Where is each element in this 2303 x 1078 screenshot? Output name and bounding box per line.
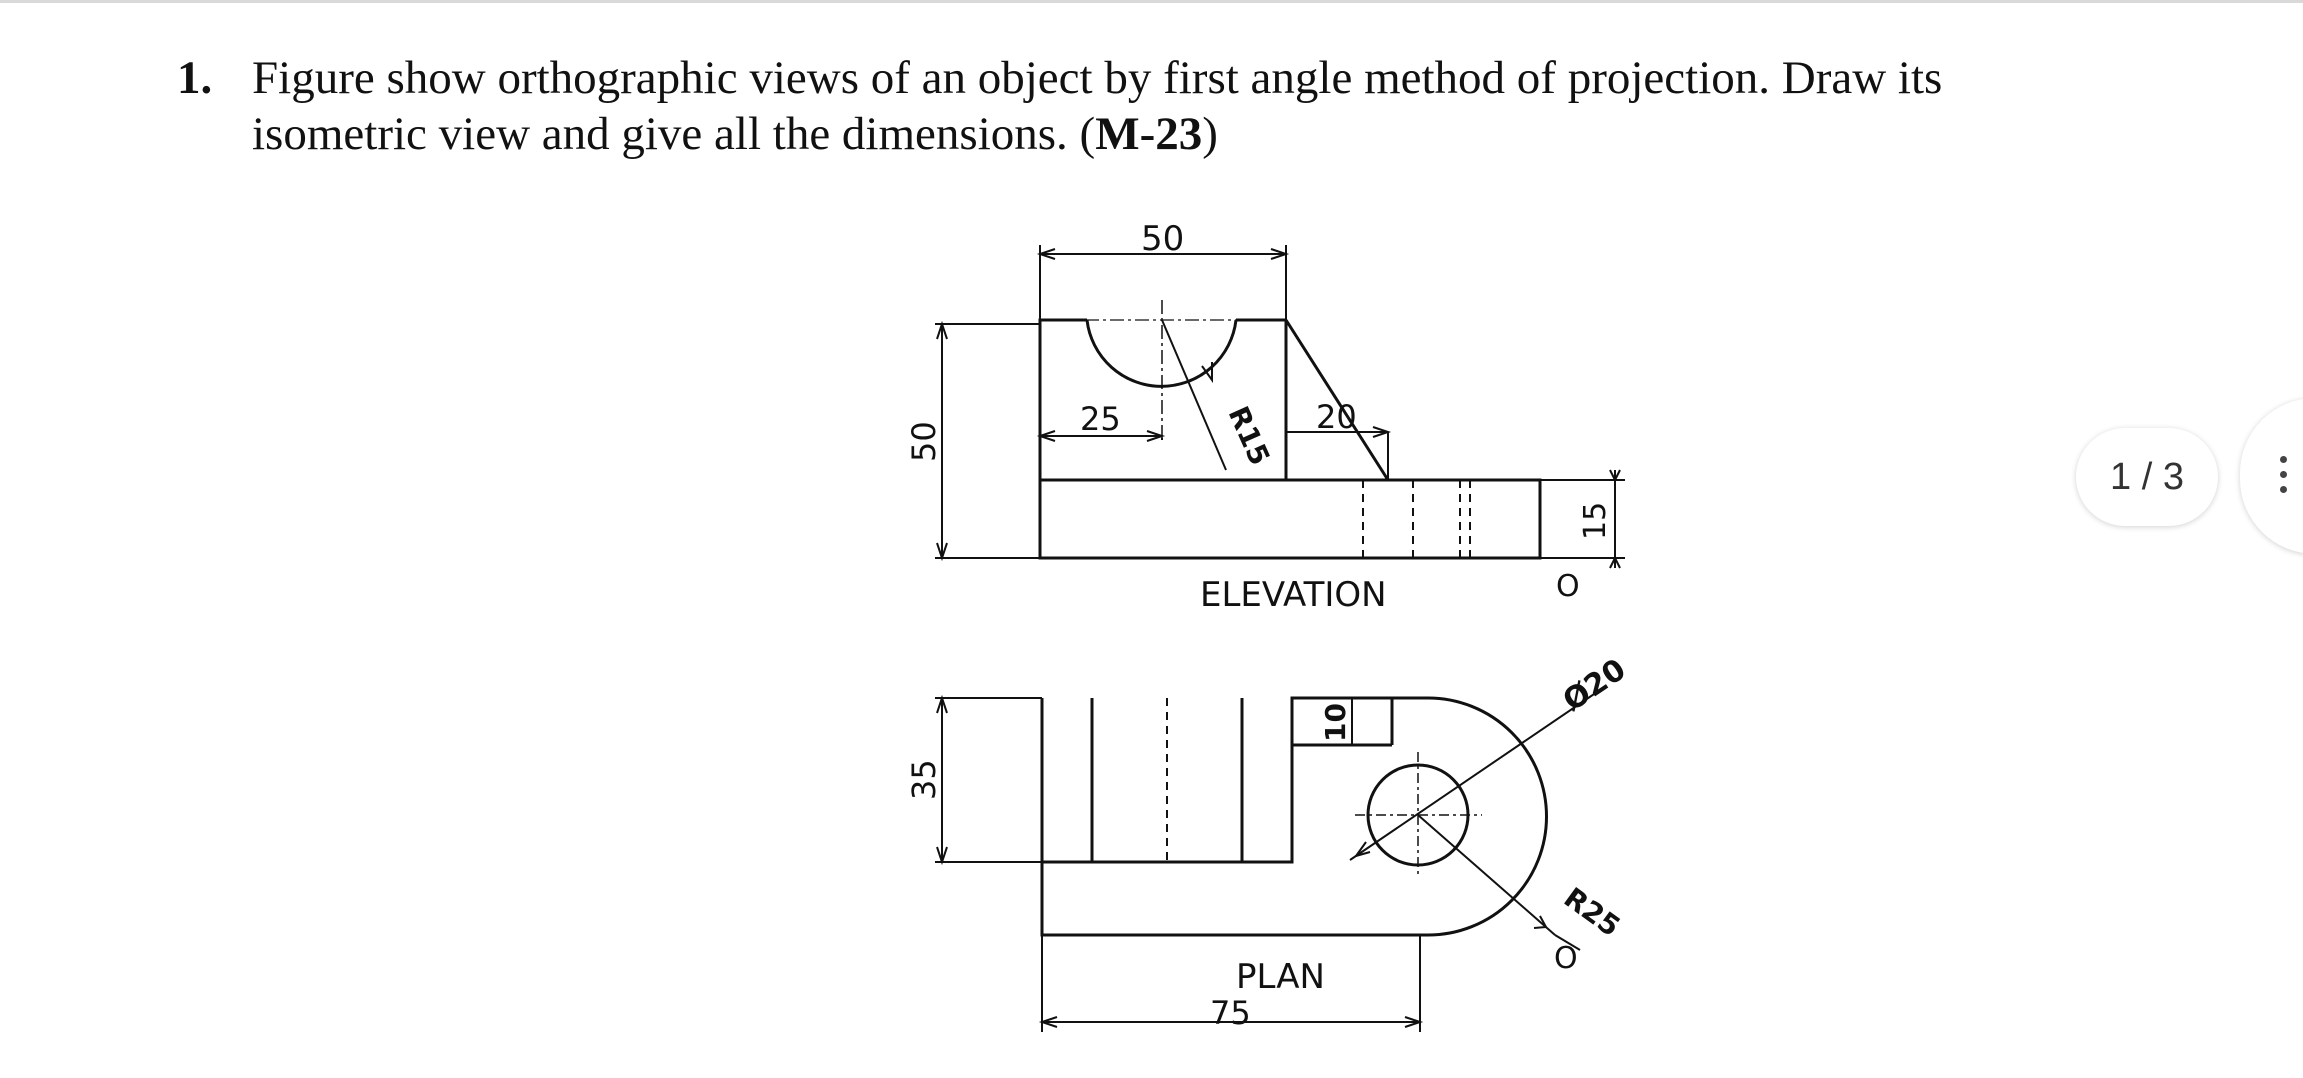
elevation-marker: O (1556, 569, 1580, 604)
elevation-base (1038, 478, 1542, 560)
page-counter: 1 / 3 (2076, 428, 2218, 526)
plan-view (1040, 696, 1548, 937)
question-line-2-suffix: ) (1202, 108, 1218, 160)
elevation-dim-width: 50 (1141, 219, 1184, 259)
plan-dimensions (935, 689, 1601, 1032)
plan-dim-step: 10 (1319, 703, 1352, 742)
elevation-radius: R15 (1222, 401, 1277, 470)
exam-code: M-23 (1095, 108, 1203, 160)
top-divider (0, 0, 2303, 3)
question-block: 1. Figure show orthographic views of an … (177, 50, 2077, 162)
elevation-slope (1284, 319, 1390, 481)
question-line-2-prefix: isometric view and give all the dimensio… (252, 108, 1096, 160)
plan-marker: O (1554, 941, 1578, 976)
elevation-dim-base: 15 (1578, 502, 1613, 540)
more-options-icon (2280, 456, 2288, 496)
elevation-dim-slope: 20 (1316, 398, 1357, 436)
elevation-hidden-lines (1362, 480, 1471, 558)
question-text: Figure show orthographic views of an obj… (252, 50, 2077, 162)
plan-dim-length: 75 (1210, 994, 1251, 1032)
elevation-view (1038, 318, 1542, 560)
plan-radius: R25 (1558, 881, 1626, 943)
plan-label: PLAN (1236, 957, 1325, 997)
elevation-dim-left: 25 (1080, 400, 1121, 438)
elevation-dim-height: 50 (905, 421, 943, 462)
question-number: 1. (177, 52, 213, 104)
elevation-label: ELEVATION (1200, 575, 1387, 615)
question-line-1: Figure show orthographic views of an obj… (252, 52, 1943, 104)
question-line-2: isometric view and give all the dimensio… (252, 106, 2077, 162)
plan-hole-diameter: Ø20 (1557, 652, 1632, 719)
plan-dim-depth: 35 (905, 759, 943, 800)
plan-outline (1040, 696, 1548, 937)
elevation-dimensions (935, 245, 1625, 569)
